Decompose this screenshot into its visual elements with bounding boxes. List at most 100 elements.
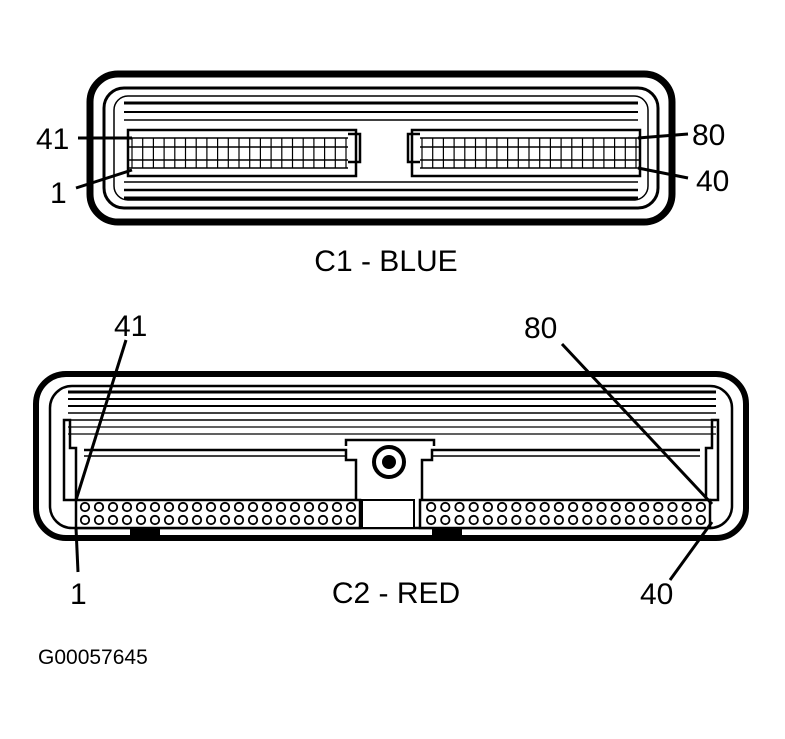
pin-cell [247, 514, 259, 526]
pin-cell [425, 501, 437, 513]
pin-cell [177, 514, 189, 526]
pin-cell [567, 501, 579, 513]
pin-cell [219, 501, 231, 513]
pin-cell [553, 514, 565, 526]
figure-id: G00057645 [38, 646, 148, 669]
pin-cell [468, 514, 479, 526]
c2-left-pin-block [74, 448, 362, 530]
pin-cell [496, 514, 508, 526]
pin-cell [317, 514, 329, 526]
pin-cell [539, 501, 550, 513]
pin-cell [440, 514, 451, 526]
pin-cell [582, 514, 593, 526]
c1-housing-stripes [124, 101, 638, 200]
pin-cell [667, 514, 678, 526]
pin-cell [638, 514, 650, 526]
pin-cell [121, 514, 133, 526]
pin-cell [553, 501, 565, 513]
pin-cell [93, 501, 105, 513]
pin-cell [624, 514, 636, 526]
pin-cell [93, 514, 105, 526]
c2-housing-stripes [68, 390, 716, 435]
pin-cell [107, 514, 119, 526]
pin-cell [331, 501, 343, 513]
pin-cell [317, 501, 329, 513]
pin-cell [610, 514, 621, 526]
pin-cell [289, 501, 301, 513]
pin-cell [525, 501, 536, 513]
pin-cell [261, 514, 273, 526]
pin-cell [205, 501, 217, 513]
c1-pin-40-label: 40 [696, 165, 729, 198]
pin-cell [440, 501, 451, 513]
c1-title: C1 - BLUE [314, 245, 457, 278]
pin-cell [454, 514, 465, 526]
pin-cell [247, 501, 259, 513]
pin-cell [695, 501, 707, 513]
pin-cell [653, 501, 664, 513]
pin-cell [163, 514, 175, 526]
pin-cell [539, 514, 550, 526]
pin-cell [582, 501, 593, 513]
pin-cell [205, 514, 217, 526]
c1-pin-41-label: 41 [36, 123, 69, 156]
pin-cell [275, 514, 287, 526]
pin-cell [303, 514, 315, 526]
c2-right-pin-block [418, 448, 712, 530]
pin-cell [468, 501, 479, 513]
pin-cell [79, 501, 91, 513]
pin-cell [596, 501, 607, 513]
pin-cell [191, 514, 203, 526]
pin-cell [653, 514, 664, 526]
c2-leader-lines [74, 339, 714, 581]
pin-cell [289, 514, 301, 526]
pin-cell [425, 514, 437, 526]
pin-cell [567, 514, 579, 526]
pin-cell [149, 501, 161, 513]
pin-cell [233, 514, 245, 526]
c2-pin-40-label: 40 [640, 578, 673, 611]
c2-pin-80-label: 80 [524, 312, 557, 345]
c1-pin-80-label: 80 [692, 119, 725, 152]
c2-center-latch [344, 438, 436, 529]
pin-cell [275, 501, 287, 513]
pin-cell [596, 514, 607, 526]
pin-cell [454, 501, 465, 513]
connector-c2: 41 1 80 40 C2 - RED [33, 310, 749, 611]
c1-leader-lines [75, 132, 689, 190]
pin-cell [525, 514, 536, 526]
pin-cell [79, 514, 91, 526]
pin-cell [624, 501, 636, 513]
pin-cell [107, 501, 119, 513]
pin-cell [219, 514, 231, 526]
connector-c1: 41 1 80 40 C1 - BLUE [36, 70, 729, 278]
pin-cell [681, 514, 692, 526]
pin-cell [638, 501, 650, 513]
c1-right-pin-block [406, 128, 642, 178]
pin-cell [511, 514, 522, 526]
pin-cell [681, 501, 692, 513]
pin-cell [177, 501, 189, 513]
pin-cell [695, 514, 707, 526]
pin-cell [496, 501, 508, 513]
pin-cell [135, 514, 147, 526]
pin-cell [233, 501, 245, 513]
pin-cell [482, 514, 493, 526]
pin-cell [331, 514, 343, 526]
pin-cell [163, 501, 175, 513]
pin-cell [345, 514, 357, 526]
pin-cell [667, 501, 678, 513]
pin-cell [610, 501, 621, 513]
pin-cell [345, 501, 357, 513]
pin-cell [482, 501, 493, 513]
pin-cell [261, 501, 273, 513]
c1-left-pin-block [126, 128, 362, 178]
pin-cell [149, 514, 161, 526]
pin-cell [303, 501, 315, 513]
pin-cell [121, 501, 133, 513]
c2-title: C2 - RED [332, 577, 460, 610]
c1-pin-1-label: 1 [50, 177, 67, 210]
pin-cell [191, 501, 203, 513]
pin-cell [511, 501, 522, 513]
